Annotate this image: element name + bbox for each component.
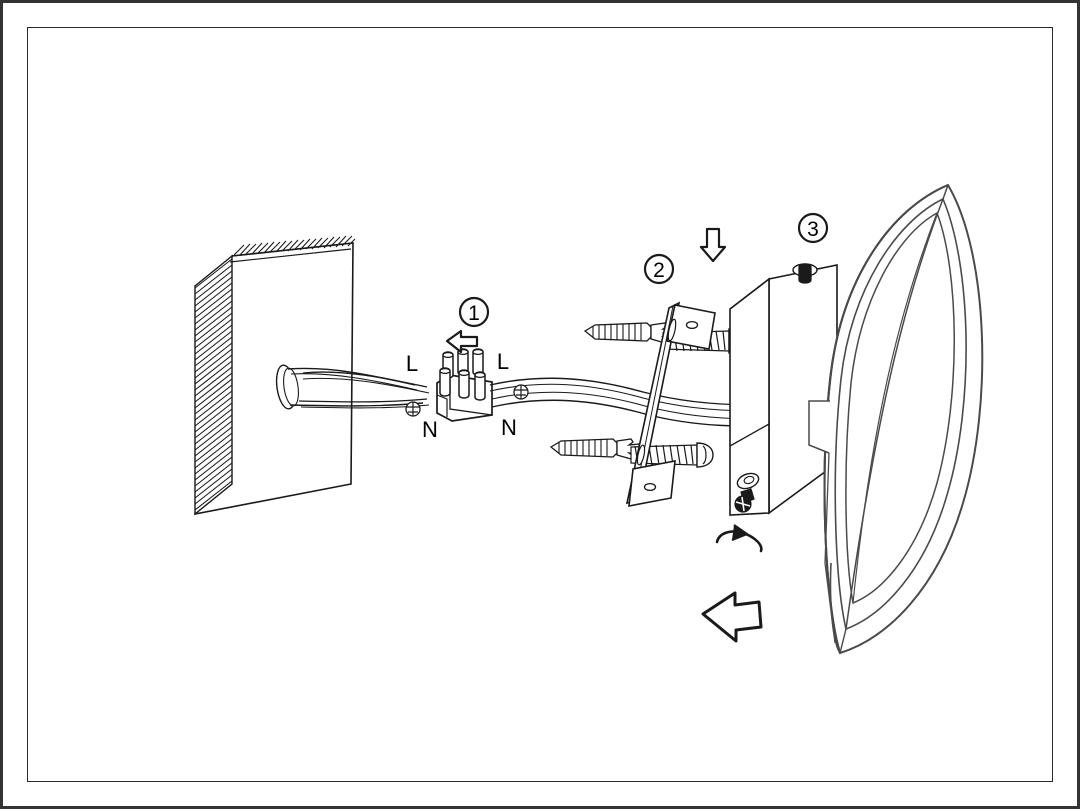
mounting-bracket (625, 301, 716, 507)
callout-2: 2 (643, 253, 675, 285)
wire-label-n-right: N (501, 415, 517, 440)
wire-label-l-left: L (406, 351, 418, 376)
callout-3-number: 3 (807, 218, 819, 241)
wall-panel (194, 235, 356, 516)
connector-arrow (445, 329, 479, 354)
callout-1: 1 (458, 296, 490, 328)
callout-1-number: 1 (468, 302, 480, 325)
housing-set-screw (734, 472, 760, 513)
bracket-arrow (699, 227, 727, 263)
callout-2-number: 2 (653, 259, 665, 282)
terminal-block (436, 348, 493, 422)
wire-label-n-left: N (422, 417, 438, 442)
rotation-arrow (715, 524, 763, 553)
assembly-arrow (701, 591, 763, 643)
wall-anchor-upper (584, 322, 674, 344)
callout-3: 3 (797, 212, 829, 244)
wire-bundle-left (298, 371, 430, 417)
lamp-shade (808, 183, 984, 655)
installation-illustration: 1 2 3 L L N N (194, 183, 984, 655)
cable-grommet (275, 364, 424, 410)
wall-anchor-lower (550, 438, 640, 460)
wire-label-l-right: L (497, 349, 509, 374)
housing-top-screw (792, 263, 818, 284)
